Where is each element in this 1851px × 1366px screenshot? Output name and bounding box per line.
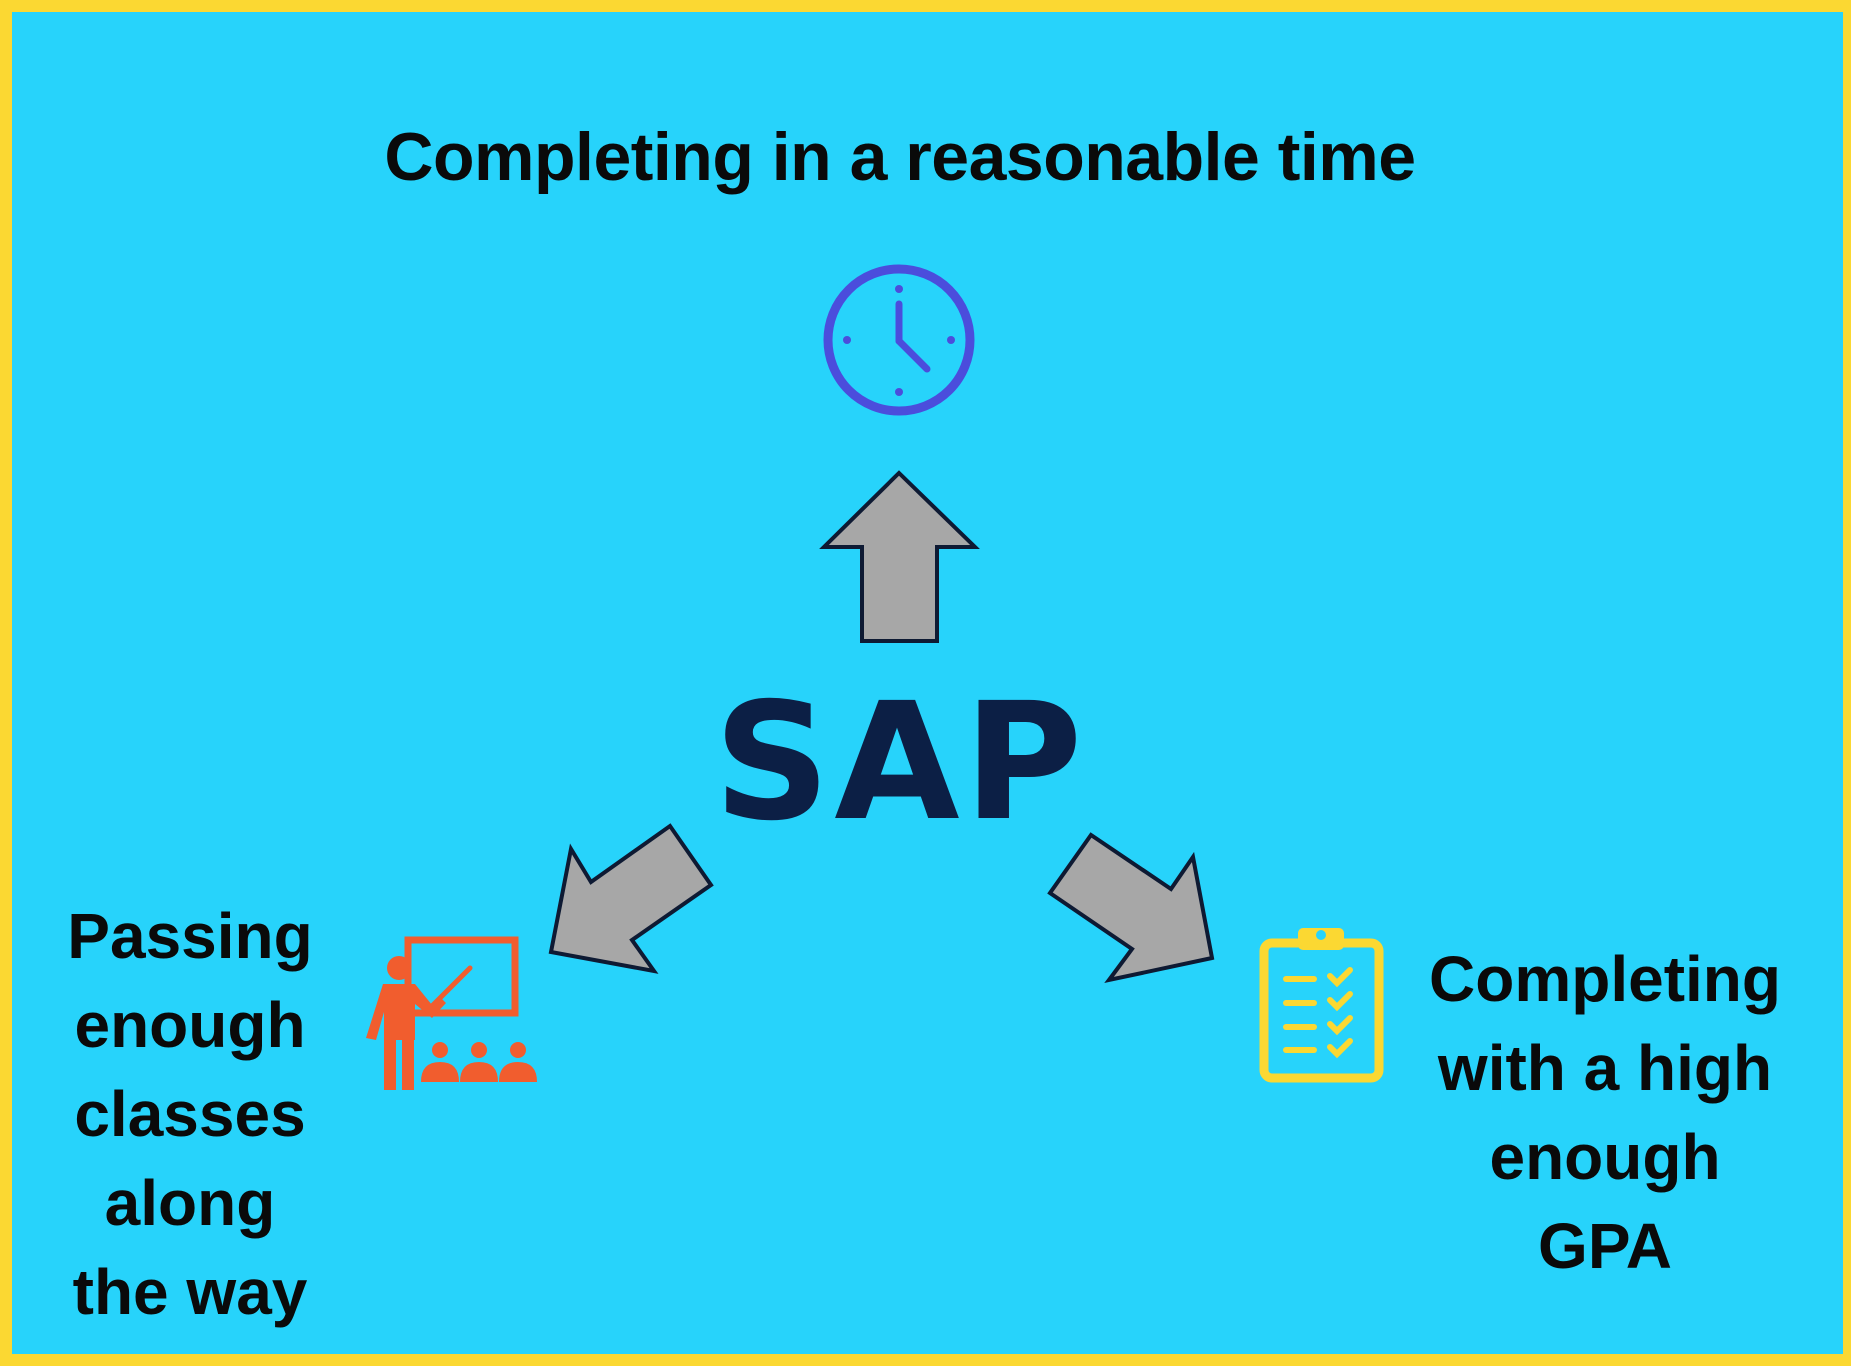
clipboard-checklist-icon bbox=[1259, 928, 1384, 1083]
down-right-arrow bbox=[1047, 832, 1215, 984]
goal-right-line: with a high bbox=[1437, 1032, 1773, 1104]
goal-right-line: GPA bbox=[1538, 1210, 1672, 1282]
up-arrow bbox=[819, 470, 980, 643]
sap-center-label: SAP bbox=[713, 669, 1087, 857]
teacher-presentation-icon bbox=[366, 936, 537, 1090]
goal-left-line: enough bbox=[74, 989, 306, 1061]
goal-top-label: Completing in a reasonable time bbox=[384, 119, 1416, 195]
down-left-arrow bbox=[548, 823, 714, 974]
goal-left-line: the way bbox=[72, 1256, 308, 1328]
goal-right-label: Completing with a high enough GPA bbox=[1400, 935, 1810, 1291]
goal-left-line: Passing bbox=[67, 900, 313, 972]
goal-left-label: Passing enough classes along the way bbox=[40, 892, 340, 1337]
goal-right-line: Completing bbox=[1429, 943, 1781, 1015]
clock-icon bbox=[823, 264, 975, 416]
goal-left-line: classes bbox=[74, 1078, 306, 1150]
goal-right-line: enough bbox=[1489, 1121, 1721, 1193]
goal-left-line: along bbox=[104, 1167, 276, 1239]
